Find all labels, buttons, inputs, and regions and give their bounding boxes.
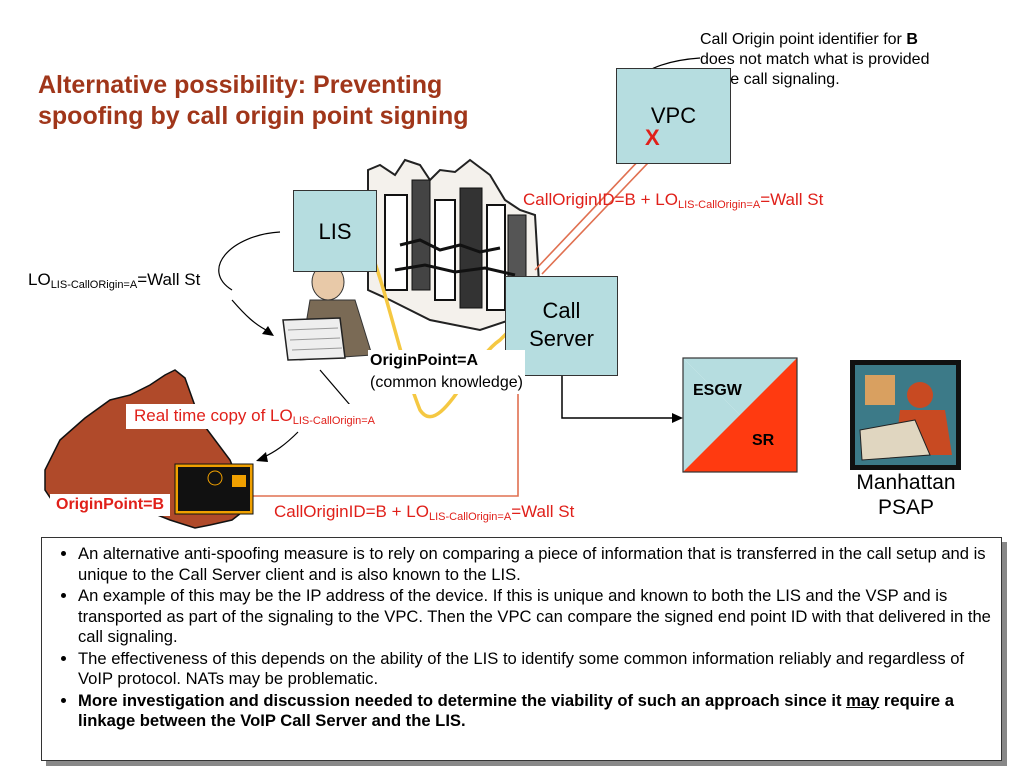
bullet-item: An example of this may be the IP address…: [78, 586, 991, 648]
page-title: Alternative possibility: Preventing spoo…: [38, 70, 558, 132]
city-skyline-image: [367, 158, 542, 332]
manhattan-psap-label: Manhattan PSAP: [856, 471, 956, 519]
lis-box: LIS: [293, 190, 377, 272]
vpc-box: VPC: [616, 68, 731, 164]
bullet-item: An alternative anti-spoofing measure is …: [78, 544, 991, 585]
bullet-list: An alternative anti-spoofing measure is …: [54, 544, 991, 732]
bullet-item-conclusion: More investigation and discussion needed…: [78, 691, 991, 732]
lis-label: LIS: [318, 219, 352, 244]
callorigin-top-label: CallOriginID=B + LOLIS-CallOrigin=A=Wall…: [523, 190, 824, 211]
bullet-item: The effectiveness of this depends on the…: [78, 649, 991, 690]
title-line-1: Alternative possibility: Preventing: [38, 71, 443, 99]
business-man-image: [282, 263, 373, 361]
realtime-copy-label: Real time copy of LOLIS-CallOrigin=A: [126, 404, 383, 429]
sr-section: [683, 358, 797, 472]
vpc-label: VPC: [650, 103, 697, 128]
psap-operator-image: [850, 360, 961, 470]
origin-point-b-label: OriginPoint=B: [50, 494, 170, 516]
sr-label: SR: [752, 432, 775, 449]
origin-point-a-label: OriginPoint=A (common knowledge): [368, 350, 525, 394]
esgw-label: ESGW: [693, 382, 742, 399]
callorigin-bottom-label: CallOriginID=B + LOLIS-CallOrigin=A=Wall…: [274, 502, 575, 523]
computer-user-image: [174, 463, 254, 515]
rejection-x-mark: X: [645, 125, 660, 150]
lo-wall-st-label: LOLIS-CallORigin=A=Wall St: [28, 270, 201, 291]
vpc-mismatch-note: Call Origin point identifier for B does …: [700, 31, 930, 88]
bullet-text-box: An alternative anti-spoofing measure is …: [41, 537, 1002, 761]
title-line-2: spoofing by call origin point signing: [38, 102, 469, 130]
